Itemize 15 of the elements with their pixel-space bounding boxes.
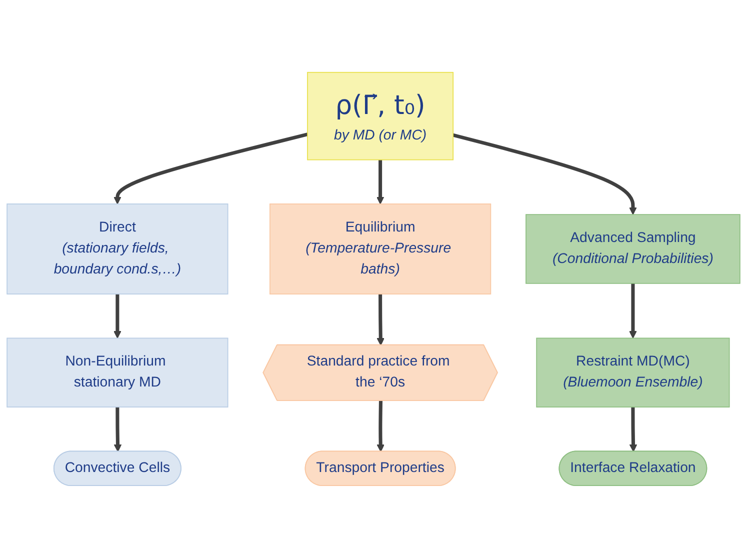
node-box: Non-Equilibrium stationary MD	[6, 338, 228, 408]
arrow	[114, 132, 308, 204]
arrow	[376, 400, 384, 452]
node-box: Restraint MD(MC) (Bluemoon Ensemble)	[536, 338, 730, 408]
node-box: Equilibrium (Temperature-Pressure baths)	[269, 204, 492, 294]
node-box: ρ(Γ⃗, t₀) by MD (or MC)	[307, 72, 454, 160]
arrow	[629, 283, 637, 338]
node-box: Advanced Sampling (Conditional Probabilities)	[526, 214, 740, 284]
node-box: Direct (stationary fields, boundary cond.s,…)	[6, 204, 228, 294]
arrow	[376, 294, 385, 346]
arrow	[452, 133, 637, 215]
arrow	[629, 407, 638, 452]
arrow	[114, 294, 122, 338]
arrow	[114, 407, 122, 452]
arrow	[376, 160, 384, 204]
